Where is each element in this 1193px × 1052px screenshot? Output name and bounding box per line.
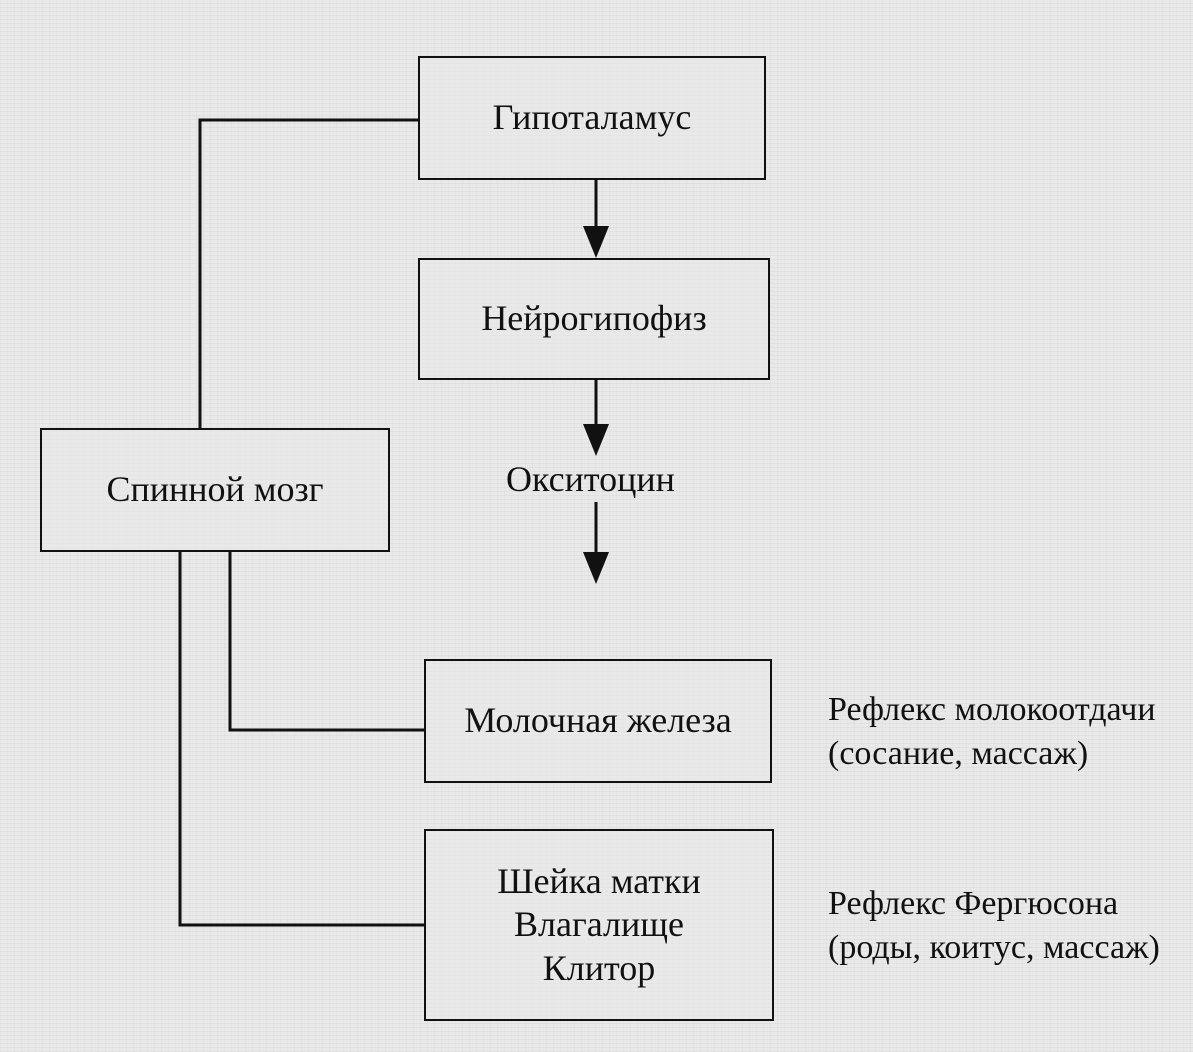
clitoris-label: Клитор bbox=[542, 947, 656, 988]
neurohypophysis-box: Нейрогипофиз bbox=[418, 258, 770, 380]
mammary-gland-box: Молочная железа bbox=[424, 659, 772, 783]
line-spinal-cord-to-genital-targets bbox=[178, 552, 424, 927]
milk-ejection-reflex-note: Рефлекс молокоотдачи (сосание, массаж) bbox=[828, 688, 1156, 775]
hypothalamus-box: Гипоталамус bbox=[418, 56, 766, 180]
vagina-label: Влагалище bbox=[514, 904, 684, 945]
arrow-hypothalamus-to-neurohypophysis bbox=[583, 180, 609, 258]
ferguson-reflex-note: Рефлекс Фергюсона (роды, коитус, массаж) bbox=[828, 882, 1160, 969]
spinal-cord-label: Спинной мозг bbox=[106, 469, 324, 510]
arrow-oxytocin-to-targets bbox=[583, 502, 609, 584]
cervix-label: Шейка матки bbox=[497, 861, 701, 902]
spinal-cord-box: Спинной мозг bbox=[40, 428, 390, 552]
mammary-gland-label: Молочная железа bbox=[464, 700, 732, 741]
ferguson-reflex-triggers: (роды, коитус, массаж) bbox=[828, 928, 1160, 966]
ferguson-reflex-title: Рефлекс Фергюсона bbox=[828, 885, 1119, 922]
hypothalamus-label: Гипоталамус bbox=[492, 97, 692, 138]
milk-ejection-reflex-title: Рефлекс молокоотдачи bbox=[828, 691, 1156, 728]
oxytocin-label: Окситоцин bbox=[506, 459, 675, 499]
line-hypothalamus-to-spinal-cord bbox=[198, 118, 418, 428]
neurohypophysis-label: Нейрогипофиз bbox=[481, 298, 707, 339]
genital-targets-box: Шейка матки Влагалище Клитор bbox=[424, 829, 774, 1021]
milk-ejection-reflex-triggers: (сосание, массаж) bbox=[828, 734, 1089, 772]
line-spinal-cord-to-mammary-gland bbox=[228, 552, 424, 732]
arrow-neurohypophysis-to-oxytocin bbox=[583, 380, 609, 456]
